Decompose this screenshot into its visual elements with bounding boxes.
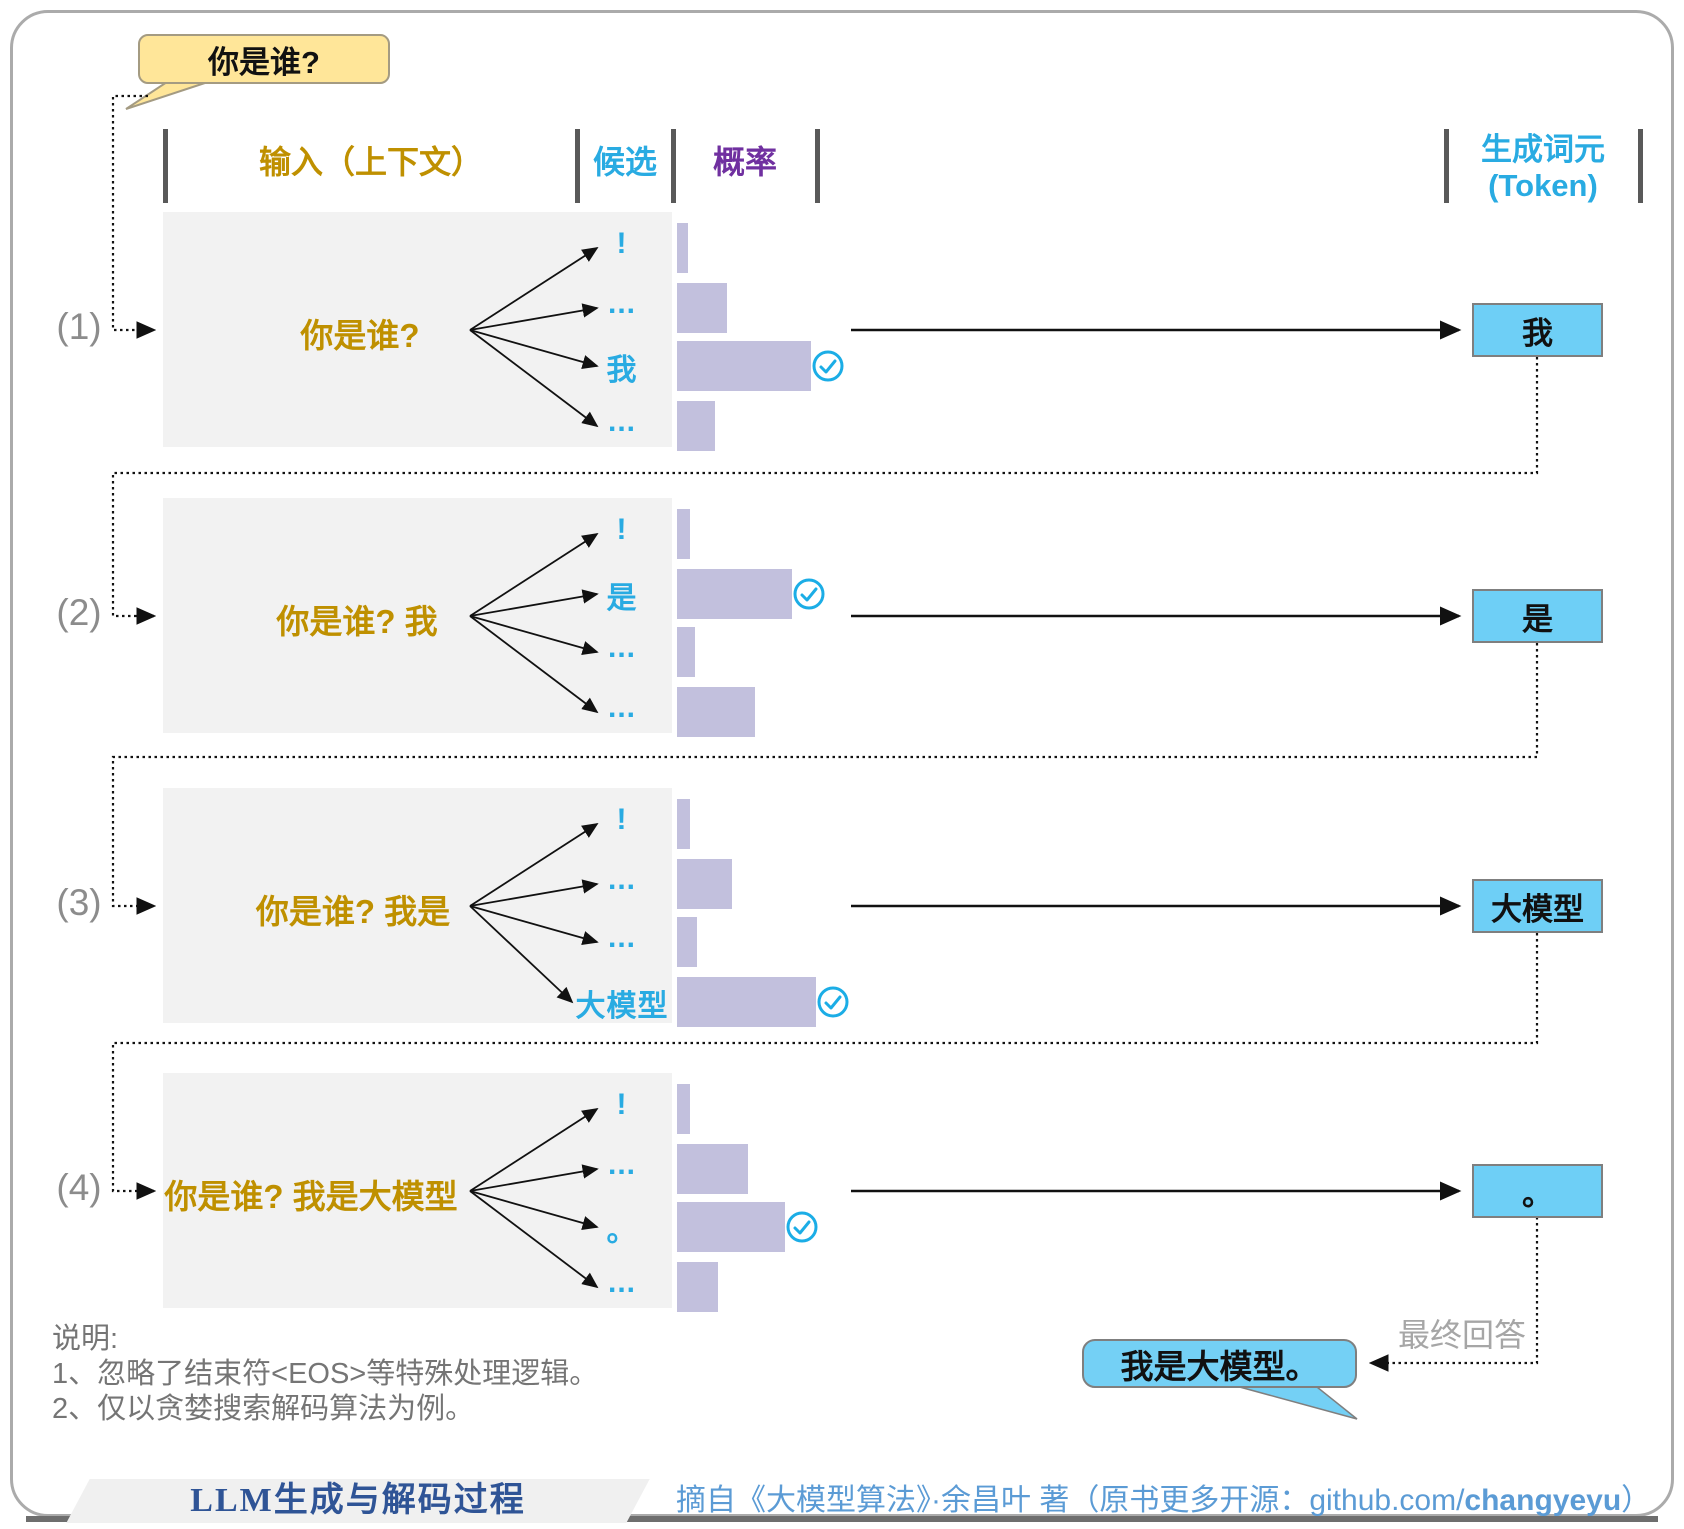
step-index: (1) — [56, 306, 102, 347]
probability-bar — [677, 799, 690, 849]
candidate-label: ! — [616, 227, 628, 260]
input-context-text: 你是谁? 我是 — [255, 893, 451, 930]
final-answer-text: 我是大模型。 — [1120, 1347, 1319, 1385]
input-context-text: 你是谁? 我 — [276, 603, 438, 640]
candidate-label: 我 — [606, 354, 638, 387]
candidate-label: ! — [616, 1088, 628, 1121]
generated-token-box: 大模型 — [1472, 879, 1603, 933]
column-header-generated-token: 生成词元 (Token) — [1451, 132, 1635, 208]
probability-bar — [677, 1144, 748, 1194]
column-separator — [1638, 129, 1643, 203]
candidate-label: ... — [607, 631, 636, 664]
generated-token-box: 我 — [1472, 303, 1603, 357]
source-github-handle: changyeyu — [1464, 1484, 1622, 1517]
candidate-label: ... — [607, 691, 636, 724]
user-prompt-text: 你是谁? — [208, 44, 320, 80]
probability-bar — [677, 341, 811, 391]
generated-token-box: 。 — [1472, 1164, 1603, 1218]
candidate-label: ... — [607, 1148, 636, 1181]
input-context-text: 你是谁? — [300, 317, 420, 354]
candidate-label: ... — [607, 921, 636, 954]
source-prefix: 摘自《大模型算法》·余昌叶 著（原书更多开源：github.com/ — [676, 1484, 1465, 1517]
candidate-label: ! — [616, 513, 628, 546]
column-separator — [575, 129, 580, 203]
bottom-rule — [26, 1516, 1658, 1522]
final-answer-label: 最终回答 — [1397, 1317, 1526, 1353]
probability-bar — [677, 859, 732, 909]
column-separator — [815, 129, 820, 203]
probability-bar — [677, 627, 695, 677]
probability-bar — [677, 1202, 785, 1252]
column-header-candidates: 候选 — [592, 144, 657, 180]
notes-title: 说明: — [52, 1323, 119, 1355]
token-header-line2: (Token) — [1488, 168, 1598, 203]
probability-bar — [677, 509, 690, 559]
final-answer-bubble: 我是大模型。 — [1082, 1339, 1357, 1388]
note-item: 1、忽略了结束符<EOS>等特殊处理逻辑。 — [52, 1358, 599, 1390]
step-index: (3) — [56, 882, 102, 923]
probability-bar — [677, 977, 816, 1027]
notes-block: 说明: 1、忽略了结束符<EOS>等特殊处理逻辑。 2、仅以贪婪搜索解码算法为例… — [52, 1322, 752, 1427]
token-header-line1: 生成词元 — [1481, 132, 1605, 167]
generated-token-box: 是 — [1472, 589, 1603, 643]
figure-title: LLM生成与解码过程 — [190, 1482, 526, 1519]
column-header-probability: 概率 — [712, 144, 777, 180]
candidate-label: ... — [607, 863, 636, 896]
input-context-text: 你是谁? 我是大模型 — [164, 1178, 458, 1215]
candidate-label: 。 — [606, 1215, 638, 1248]
column-separator — [1444, 129, 1449, 203]
source-attribution: 摘自《大模型算法》·余昌叶 著（原书更多开源：github.com/changy… — [676, 1479, 1651, 1523]
user-prompt-bubble: 你是谁? — [138, 34, 390, 84]
probability-bar — [677, 401, 715, 451]
note-item: 2、仅以贪婪搜索解码算法为例。 — [52, 1393, 475, 1425]
probability-bar — [677, 1084, 690, 1134]
probability-bar — [677, 687, 755, 737]
step-index: (4) — [56, 1167, 102, 1208]
probability-bar — [677, 223, 688, 273]
probability-bar — [677, 917, 697, 967]
candidate-label: ... — [607, 287, 636, 320]
step-index: (2) — [56, 592, 102, 633]
source-suffix: ） — [1621, 1484, 1652, 1517]
column-header-input-context: 输入（上下文） — [258, 144, 483, 180]
figure-border — [10, 10, 1674, 1517]
candidate-label: ... — [607, 405, 636, 438]
candidate-label: ... — [607, 1266, 636, 1299]
probability-bar — [677, 1262, 718, 1312]
column-separator — [671, 129, 676, 203]
column-separator — [163, 129, 168, 203]
candidate-label: ! — [616, 803, 628, 836]
probability-bar — [677, 569, 792, 619]
candidate-label: 是 — [606, 582, 638, 615]
probability-bar — [677, 283, 727, 333]
candidate-label: 大模型 — [575, 990, 669, 1023]
